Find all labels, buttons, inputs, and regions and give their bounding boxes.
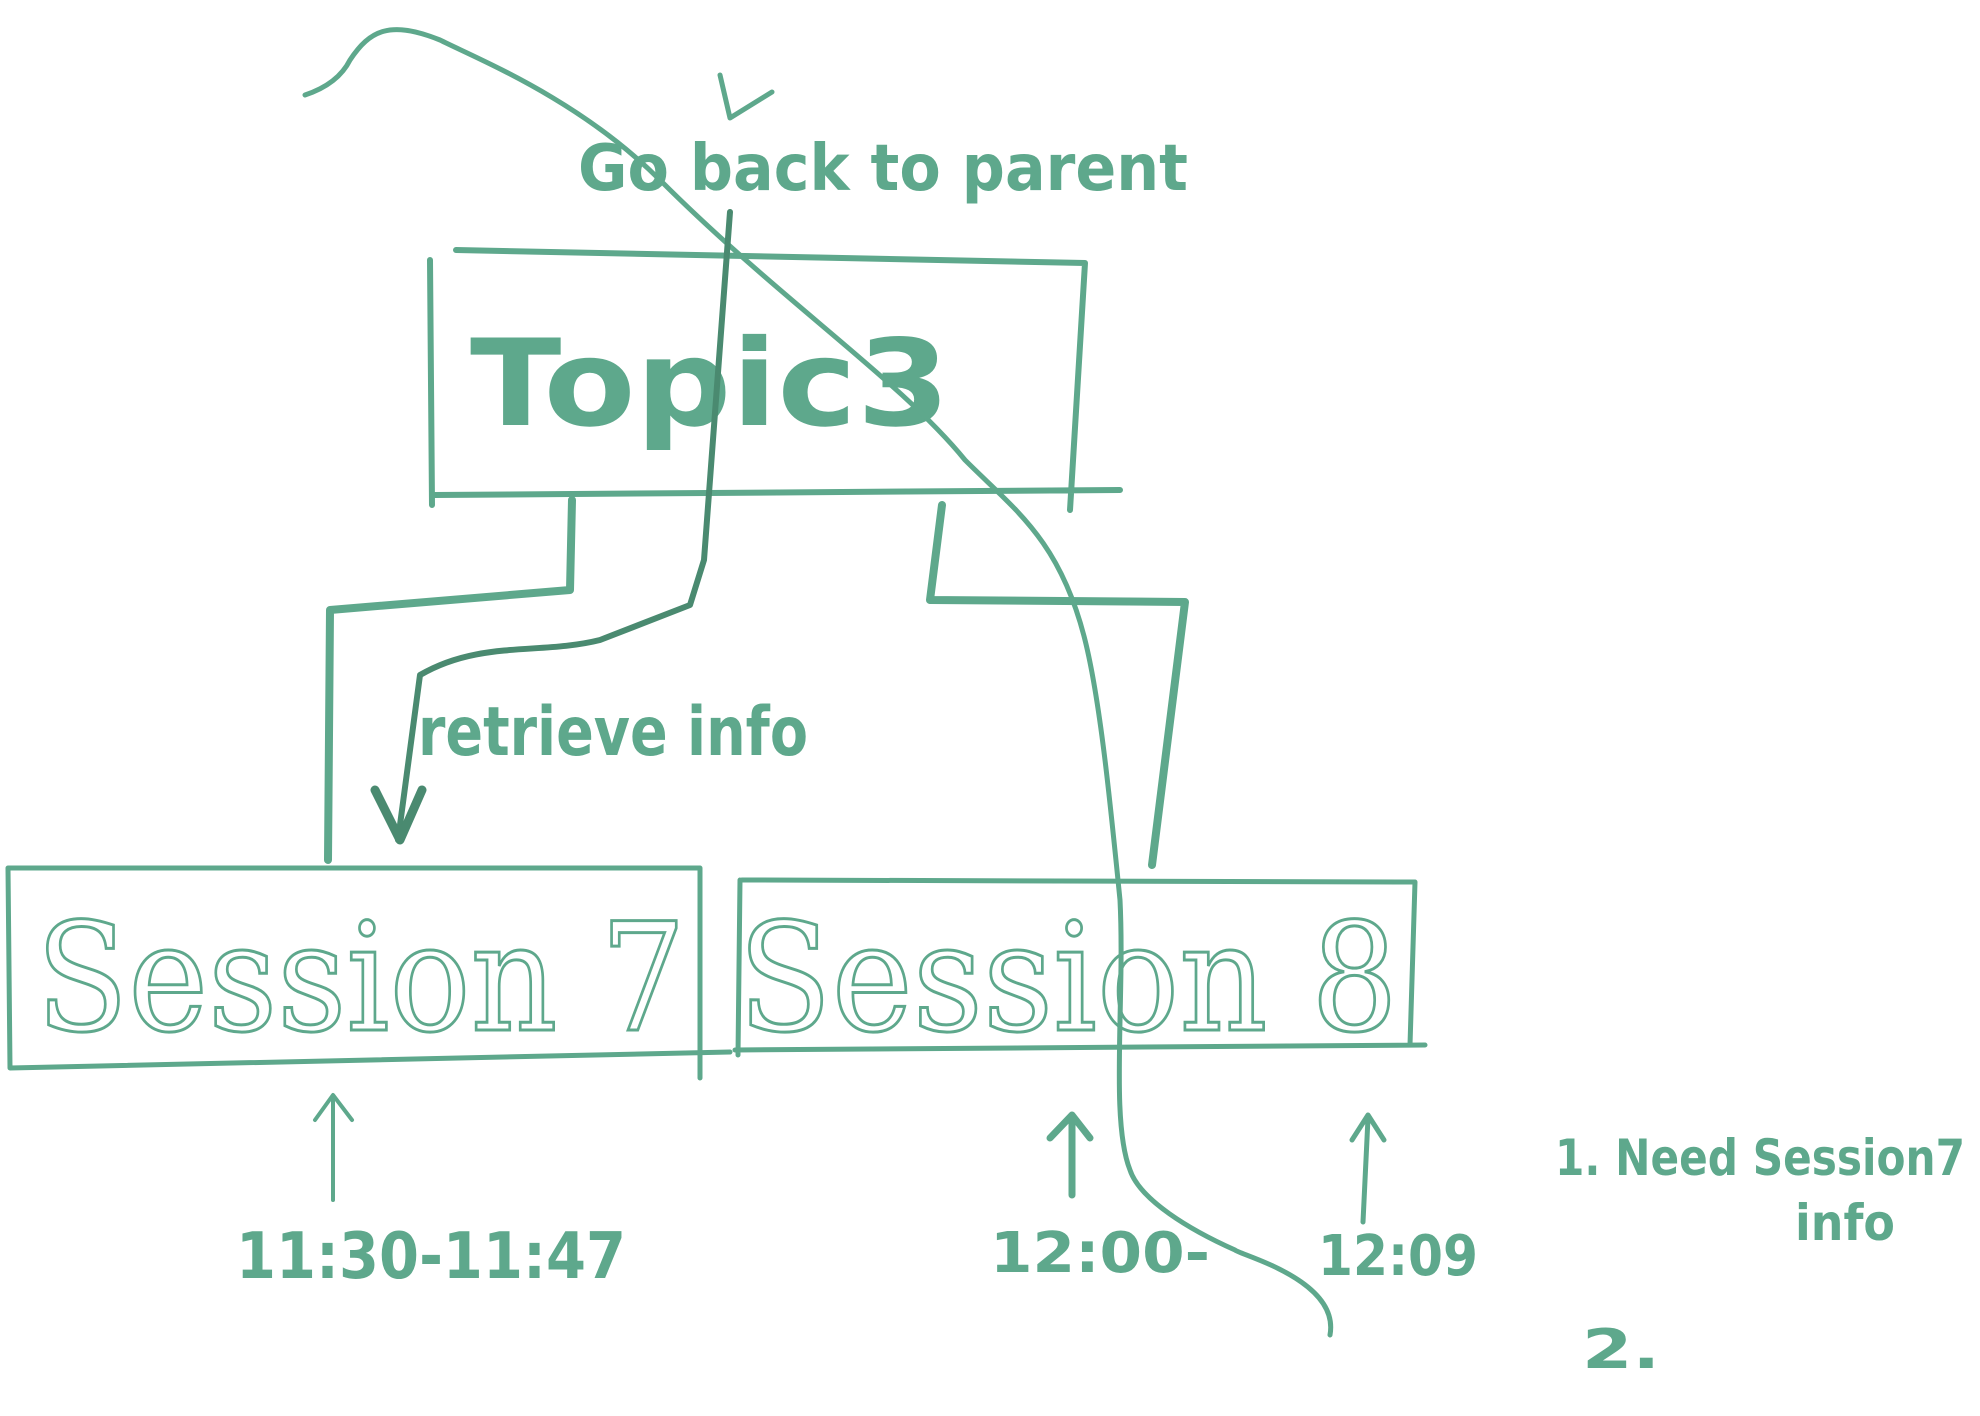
session7-box-outline [5,865,733,1081]
time-markers: 11:30-11:47 12:00- 12:09 [236,1093,1478,1294]
retrieve-annotation: retrieve info [370,209,808,845]
session-node-7: Session 7 [5,865,733,1081]
tree-connectors [324,496,1189,869]
session7-time-range: 11:30-11:47 [236,1220,626,1294]
connector-topic-session8 [926,501,1189,869]
go-back-label: Go back to parent [578,132,1188,206]
up-arrow-icon [313,1093,354,1202]
session8-box-outline [732,877,1428,1058]
session7-label: Session 7 [36,892,686,1066]
need-session-annotation: 1. Need Session7 info 2. [1555,1129,1965,1381]
go-back-annotation: Go back to parent [302,27,1333,1338]
need-session-line1: 1. Need Session7 [1555,1129,1965,1187]
go-back-curve [302,27,1333,1338]
need-session-line2: info [1795,1194,1895,1252]
up-arrow-icon [1046,1111,1094,1199]
up-arrow-icon [1349,1112,1387,1225]
topic-node: Topic3 [427,247,1123,513]
retrieve-line [395,209,733,843]
step2-label: 2. [1582,1318,1660,1381]
session8-start-time: 12:00- [990,1221,1210,1286]
topic-box-outline [427,247,1123,513]
go-back-arrowhead-icon [717,72,775,121]
topic-label: Topic3 [470,315,950,454]
session8-label: Session 8 [738,892,1398,1066]
connector-topic-session7 [324,496,576,864]
retrieve-label: retrieve info [418,693,808,772]
retrieve-arrowhead-icon [370,785,427,845]
session-node-8: Session 8 [732,877,1428,1068]
session8-end-time: 12:09 [1318,1224,1478,1289]
